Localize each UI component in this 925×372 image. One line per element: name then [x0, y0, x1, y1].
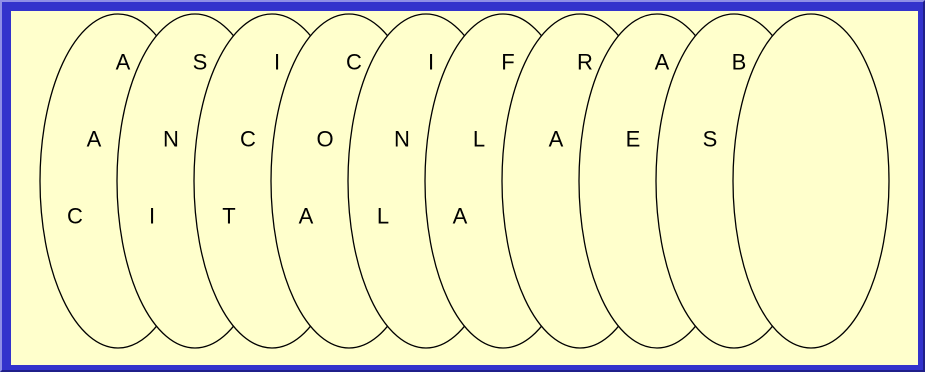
letter-row1-col1: A — [116, 50, 131, 75]
letter-row1-col6: F — [501, 50, 514, 75]
cipher-cylinder-diagram: A S I C I F R A B A N C O N L A E S C I T A L A — [39, 13, 890, 349]
letter-row2-col7: A — [549, 127, 564, 152]
cylinder-disks — [39, 13, 890, 349]
letter-row3-col6: A — [453, 204, 468, 229]
letter-row1-col3: I — [274, 50, 280, 75]
letter-row3-col5: L — [377, 204, 389, 229]
letter-row1-col2: S — [193, 50, 208, 75]
disk-10 — [732, 13, 890, 349]
letter-row2-col2: N — [163, 127, 179, 152]
diagram-panel: A S I C I F R A B A N C O N L A E S C I T A L A — [11, 11, 918, 365]
cylinder-letters: A S I C I F R A B A N C O N L A E S C I T A L A — [67, 50, 746, 229]
letter-row2-col8: E — [626, 127, 641, 152]
letter-row3-col2: I — [149, 204, 155, 229]
letter-row3-col1: C — [67, 204, 83, 229]
letter-row2-col4: O — [316, 127, 333, 152]
letter-row1-col4: C — [346, 50, 362, 75]
letter-row2-col1: A — [87, 127, 102, 152]
letter-row3-col3: T — [222, 204, 235, 229]
letter-row1-col7: R — [577, 50, 593, 75]
letter-row2-col5: N — [394, 127, 410, 152]
letter-row3-col4: A — [299, 204, 314, 229]
letter-row2-col3: C — [240, 127, 256, 152]
letter-row1-col5: I — [428, 50, 434, 75]
letter-row1-col9: B — [732, 50, 747, 75]
letter-row2-col9: S — [703, 127, 718, 152]
letter-row2-col6: L — [473, 127, 485, 152]
letter-row1-col8: A — [655, 50, 670, 75]
